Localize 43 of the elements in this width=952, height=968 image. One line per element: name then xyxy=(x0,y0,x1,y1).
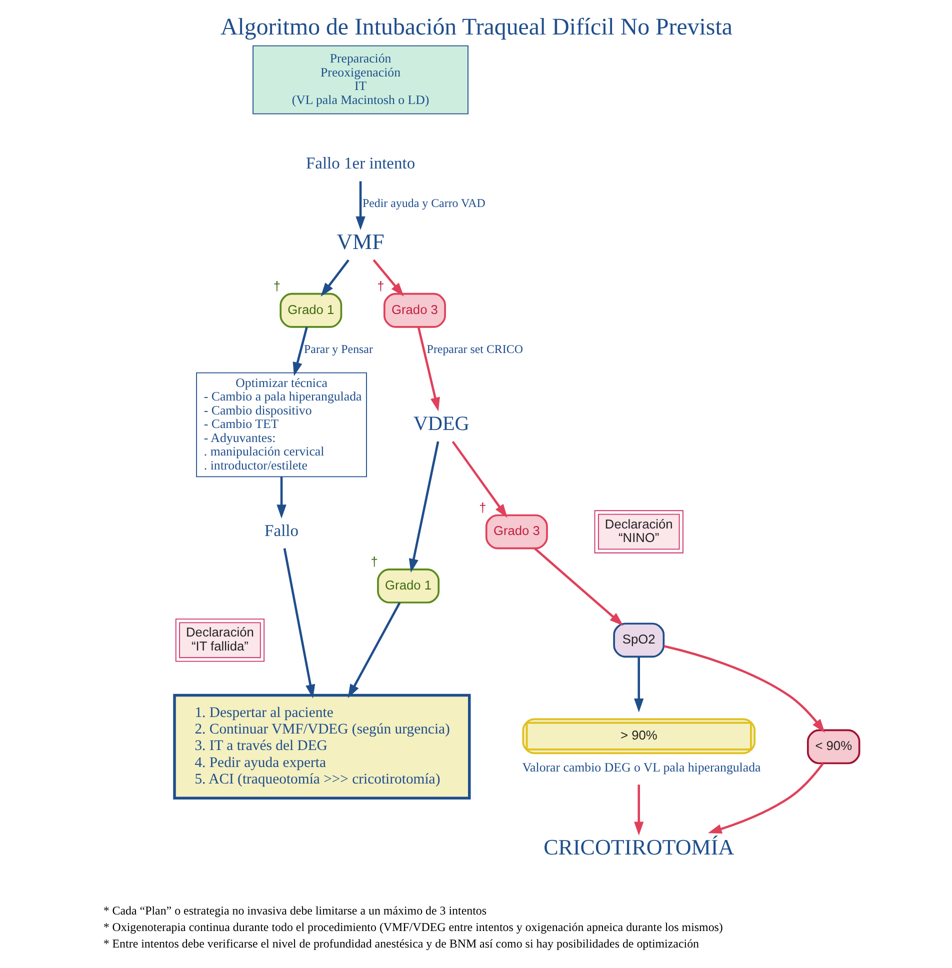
node-box: Preparación Preoxigenación IT (VL pala Macintosh o LD) xyxy=(252,45,468,114)
node-box: Declaración “IT fallida” xyxy=(174,618,264,662)
arrow xyxy=(320,259,349,297)
node-text: CRICOTIROTOMÍA xyxy=(543,834,734,860)
edge-label: Preparar set CRICO xyxy=(426,342,522,356)
node-box: Optimizar técnica - Cambio a pala hiperangulada - Cambio dispositivo - Cambio TET - Adyuvantes: . manipulación cervical . introductor/estilete xyxy=(196,372,366,478)
node-box: Declaración “NINO” xyxy=(594,510,683,554)
arrow xyxy=(372,259,404,296)
arrow xyxy=(451,440,507,518)
arrow xyxy=(634,656,644,712)
node-text: Fallo xyxy=(264,520,298,540)
arrow xyxy=(533,548,623,626)
node-label: † xyxy=(272,278,280,294)
arrow xyxy=(416,326,440,412)
edge-label: Pedir ayuda y Carro VAD xyxy=(362,196,485,210)
arrow xyxy=(707,762,824,834)
node-box: Grado 3 xyxy=(484,514,548,550)
node-box: SpO2 xyxy=(612,622,664,658)
node-label: † xyxy=(370,554,378,569)
node-box: Grado 1 xyxy=(376,568,440,604)
label: * Oxigenoterapia continua durante todo el procedimiento (VMF/VDEG entre intentos y oxigenación apneica durante los mismos) xyxy=(102,920,722,934)
node-label: † xyxy=(478,500,486,515)
arrow xyxy=(355,181,365,230)
node-text: Fallo 1er intento xyxy=(305,153,415,172)
node-box: < 90% xyxy=(806,729,860,764)
arrow xyxy=(282,548,315,698)
arrow xyxy=(634,784,644,836)
node-label: Valorar cambio DEG o VL pala hiperangulada xyxy=(522,760,760,775)
label: * Cada “Plan” o estrategia no invasiva debe limitarse a un máximo de 3 intentos xyxy=(102,903,486,918)
node-label: † xyxy=(376,278,384,294)
arrow xyxy=(347,602,400,698)
arrow xyxy=(292,326,308,376)
diagram-title: Algoritmo de Intubación Traqueal Difícil No Prevista xyxy=(220,14,732,41)
node-box: 1. Despertar al paciente 2. Continuar VMF/VDEG (según urgencia) 3. IT a través del DEG 4. Pedir ayuda experta 5. ACI (traqueotomía >>> cricotirotomía) xyxy=(172,694,470,800)
arrow xyxy=(276,476,286,518)
label: * Entre intentos debe verificarse el nivel de profundidad anestésica y de BNM así como si hay posibilidades de optimización xyxy=(102,936,699,950)
node-text: VDEG xyxy=(412,412,469,435)
node-text: VMF xyxy=(336,229,384,254)
arrow xyxy=(408,441,439,573)
node-box: Grado 1 xyxy=(279,292,342,328)
node-box: Grado 3 xyxy=(383,292,446,328)
edge-label: Parar y Pensar xyxy=(304,342,372,356)
arrow xyxy=(663,645,824,733)
